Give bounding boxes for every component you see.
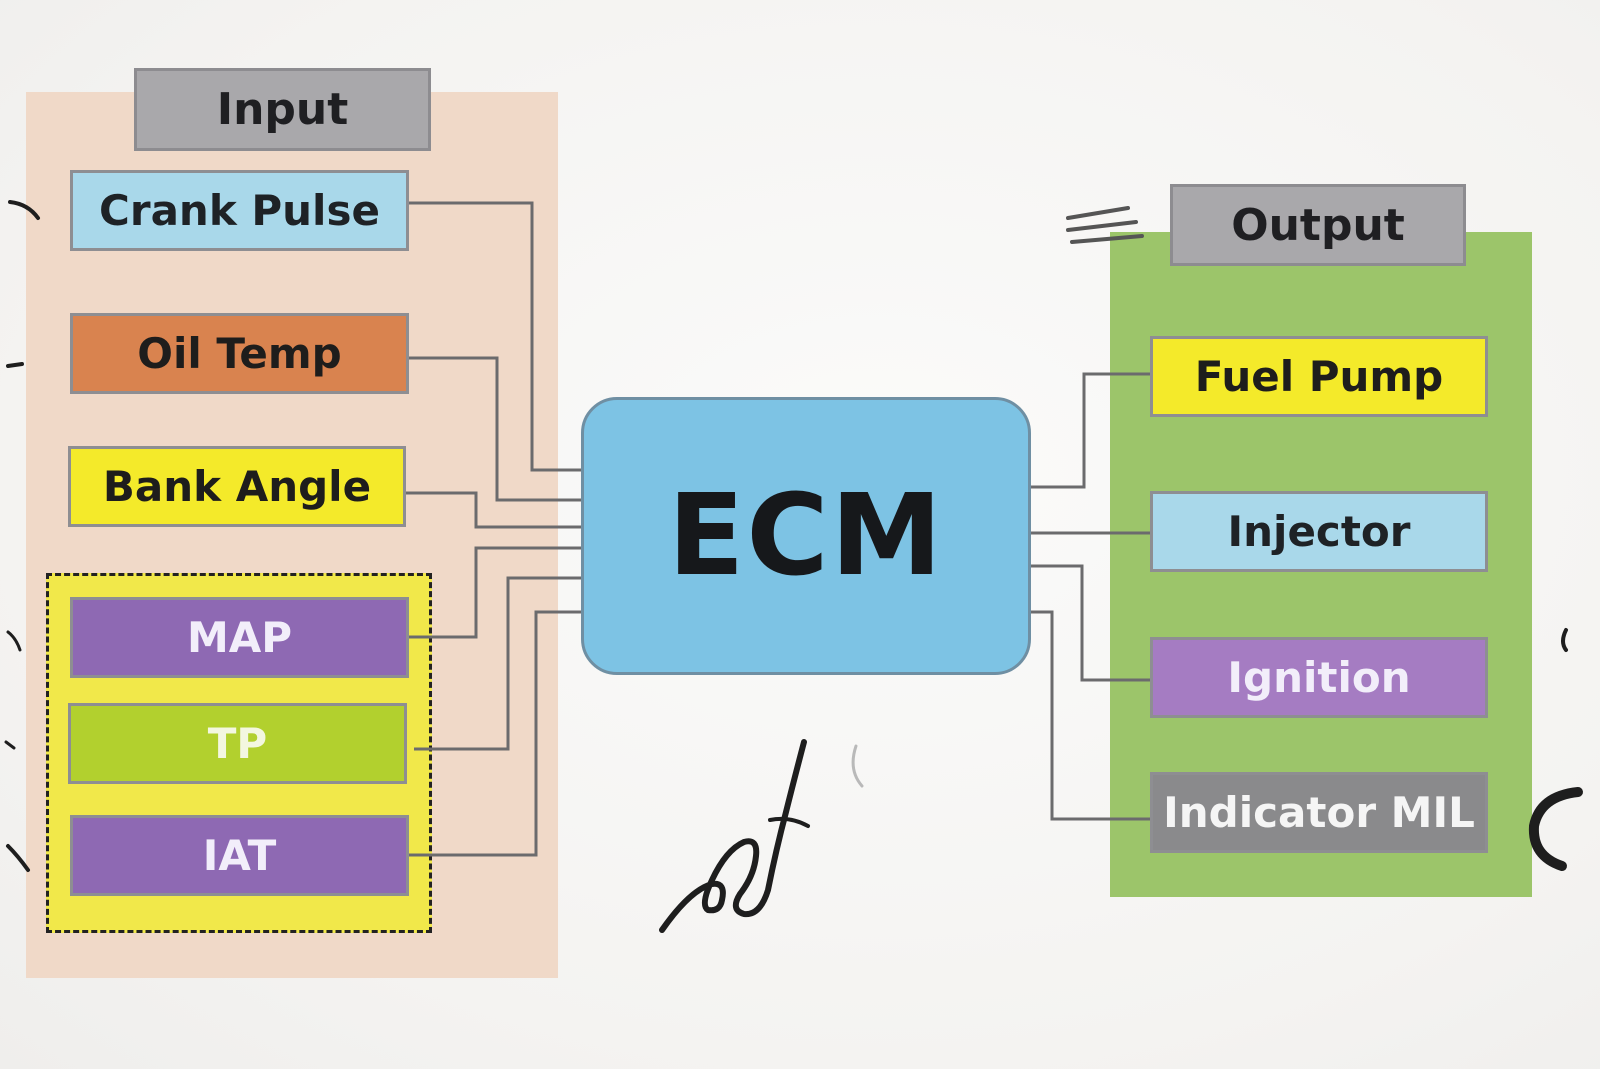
signature-hook	[768, 816, 810, 828]
input-crank-pulse-label: Crank Pulse	[99, 186, 380, 235]
input-map: MAP	[70, 597, 409, 678]
input-map-label: MAP	[186, 613, 293, 662]
output-fuel-pump: Fuel Pump	[1150, 336, 1488, 417]
margin-mark-4	[4, 740, 16, 750]
ecm-label: ECM	[667, 471, 945, 601]
input-tp-label: TP	[207, 719, 268, 768]
margin-mark-3	[6, 630, 22, 652]
output-fuel-pump-label: Fuel Pump	[1194, 352, 1444, 401]
margin-mark-2	[6, 362, 24, 368]
output-injector-label: Injector	[1227, 507, 1411, 556]
input-iat-label: IAT	[202, 831, 277, 880]
right-bracket-mark	[1528, 787, 1583, 871]
input-bank-angle-label: Bank Angle	[102, 462, 372, 511]
input-tp: TP	[68, 703, 407, 784]
input-oil-temp-label: Oil Temp	[137, 329, 342, 378]
margin-mark-5	[6, 844, 30, 872]
output-injector: Injector	[1150, 491, 1488, 572]
output-ignition: Ignition	[1150, 637, 1488, 718]
output-header: Output	[1170, 184, 1466, 266]
signature-scribble	[659, 739, 807, 933]
input-bank-angle: Bank Angle	[68, 446, 406, 527]
light-mark	[851, 744, 864, 788]
output-indicator-mil: Indicator MIL	[1150, 772, 1488, 853]
ecm-block: ECM	[581, 397, 1031, 675]
output-indicator-mil-label: Indicator MIL	[1163, 788, 1475, 837]
right-edge-mark	[1561, 628, 1568, 652]
output-ignition-label: Ignition	[1227, 653, 1411, 702]
input-oil-temp: Oil Temp	[70, 313, 409, 394]
input-header: Input	[134, 68, 431, 151]
input-iat: IAT	[70, 815, 409, 896]
input-crank-pulse: Crank Pulse	[70, 170, 409, 251]
